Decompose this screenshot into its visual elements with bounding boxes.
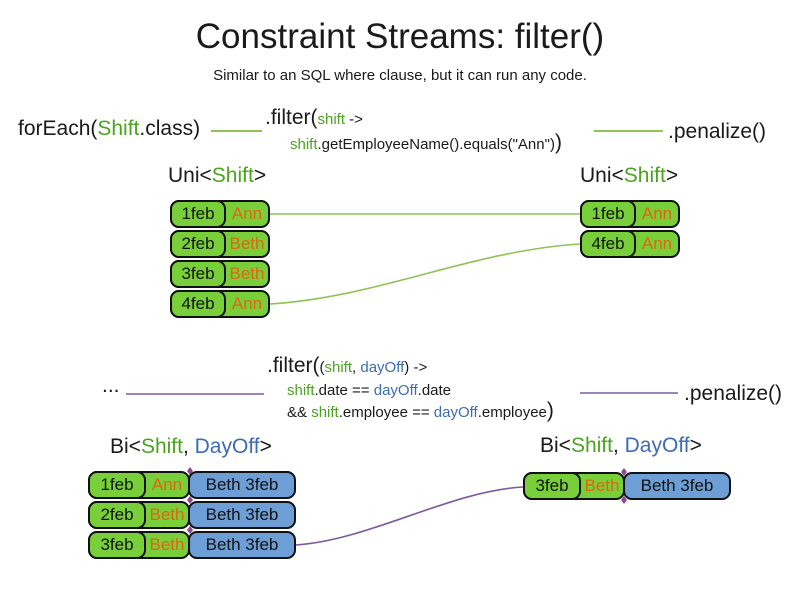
filter2-param2: dayOff [360, 359, 405, 376]
filter2-head: .filter((shift, dayOff) -> [267, 353, 427, 378]
bi-shift-cell: 3feb Beth [88, 531, 190, 559]
shift-date: 4feb [580, 230, 636, 258]
var-dayoff: dayOff [433, 404, 478, 421]
shift-date: 1feb [580, 200, 636, 228]
bi-dayoff-cell: Beth 3feb [623, 472, 731, 500]
filter2-close: ) [404, 359, 410, 376]
foreach-pre: forEach( [18, 117, 98, 140]
shift-employee: Beth [149, 505, 185, 524]
uni-left-row-3: 3feb Beth [170, 260, 270, 288]
code-text: .employee [477, 404, 547, 421]
filter1-body-rest: .getEmployeeName().equals("Ann") [317, 136, 555, 153]
code-text: .date [417, 382, 452, 399]
filter2-close-paren: ) [546, 399, 554, 422]
label-type2: DayOff [624, 434, 690, 457]
foreach-type: Shift [97, 117, 140, 140]
uni-label-right: Uni<Shift> [580, 163, 678, 188]
shift-date: 3feb [88, 531, 146, 559]
uni-label-left: Uni<Shift> [168, 163, 266, 188]
bi-dayoff-cell: Beth 3feb [188, 501, 296, 529]
ellipsis: ... [102, 374, 120, 397]
bi-label-left: Bi<Shift, DayOff> [110, 434, 272, 459]
filter2-keyword: .filter( [267, 354, 320, 377]
bi-shift-cell: 2feb Beth [88, 501, 190, 529]
label-type2: DayOff [194, 435, 260, 458]
label-type: Shift [623, 164, 666, 187]
filter2-body-line2: && shift.employee == dayOff.employee) [287, 400, 554, 422]
filter1-arrow: -> [345, 111, 363, 128]
filter2-arrow: -> [409, 359, 428, 376]
shift-employee: Ann [231, 294, 263, 313]
uni-left-row-1: 1feb Ann [170, 200, 270, 228]
shift-employee: Beth [229, 264, 265, 283]
label-type: Shift [211, 164, 254, 187]
bi-label-right: Bi<Shift, DayOff> [540, 433, 702, 458]
filter1-body: shift.getEmployeeName().equals("Ann")) [290, 132, 562, 154]
label-type1: Shift [140, 435, 183, 458]
page-title: Constraint Streams: filter() [195, 17, 605, 56]
shift-date: 4feb [170, 290, 226, 318]
label-pre: Uni< [168, 164, 212, 187]
label-post: > [259, 435, 272, 458]
filter1-keyword: .filter( [265, 106, 318, 129]
label-comma: , [612, 434, 625, 457]
connector-uni-row-4feb [269, 243, 581, 305]
shift-date: 1feb [170, 200, 226, 228]
uni-right-row-1: 1feb Ann [580, 200, 680, 228]
label-post: > [253, 164, 267, 187]
uni-right-row-2: 4feb Ann [580, 230, 680, 258]
shift-employee: Ann [641, 234, 673, 253]
var-shift: shift [287, 382, 315, 399]
filter2-comma: , [352, 359, 361, 376]
bi-shift-cell: 1feb Ann [88, 471, 190, 499]
label-pre: Bi< [540, 434, 571, 457]
penalize2: .penalize() [684, 382, 783, 405]
connector-bi-row-3feb [295, 486, 524, 546]
shift-employee: Beth [149, 535, 185, 554]
penalize1: .penalize() [668, 120, 767, 143]
foreach-expression: forEach(Shift.class) [18, 116, 200, 141]
bi-dayoff-cell: Beth 3feb [188, 531, 296, 559]
uni-left-row-4: 4feb Ann [170, 290, 270, 318]
shift-employee: Beth [229, 234, 265, 253]
bi-shift-cell: 3feb Beth [523, 472, 625, 500]
shift-employee: Ann [151, 475, 183, 494]
filter2-param1: shift [324, 359, 353, 376]
code-text: && [287, 404, 312, 421]
filter1-head: .filter(shift -> [265, 105, 363, 130]
label-post: > [689, 434, 702, 457]
shift-date: 2feb [88, 501, 146, 529]
foreach-post: .class) [139, 117, 201, 140]
page-subtitle: Similar to an SQL where clause, but it c… [213, 67, 587, 84]
code-text: .date == [314, 382, 374, 399]
shift-date: 3feb [523, 472, 581, 500]
bi-dayoff-cell: Beth 3feb [188, 471, 296, 499]
var-dayoff: dayOff [373, 382, 418, 399]
filter2-body-line1: shift.date == dayOff.date [287, 382, 451, 400]
shift-employee: Ann [231, 204, 263, 223]
label-pre: Bi< [110, 435, 141, 458]
shift-employee: Beth [584, 476, 620, 495]
filter1-param: shift [317, 111, 346, 128]
label-comma: , [182, 435, 195, 458]
shift-employee: Ann [641, 204, 673, 223]
filter1-body-var: shift [290, 136, 318, 153]
label-post: > [665, 164, 679, 187]
var-shift: shift [311, 404, 339, 421]
filter2-open-paren: ( [319, 359, 325, 376]
label-pre: Uni< [580, 164, 624, 187]
label-type1: Shift [570, 434, 613, 457]
shift-date: 1feb [88, 471, 146, 499]
shift-date: 3feb [170, 260, 226, 288]
filter1-close-paren: ) [554, 131, 562, 154]
shift-date: 2feb [170, 230, 226, 258]
uni-left-row-2: 2feb Beth [170, 230, 270, 258]
code-text: .employee == [338, 404, 434, 421]
